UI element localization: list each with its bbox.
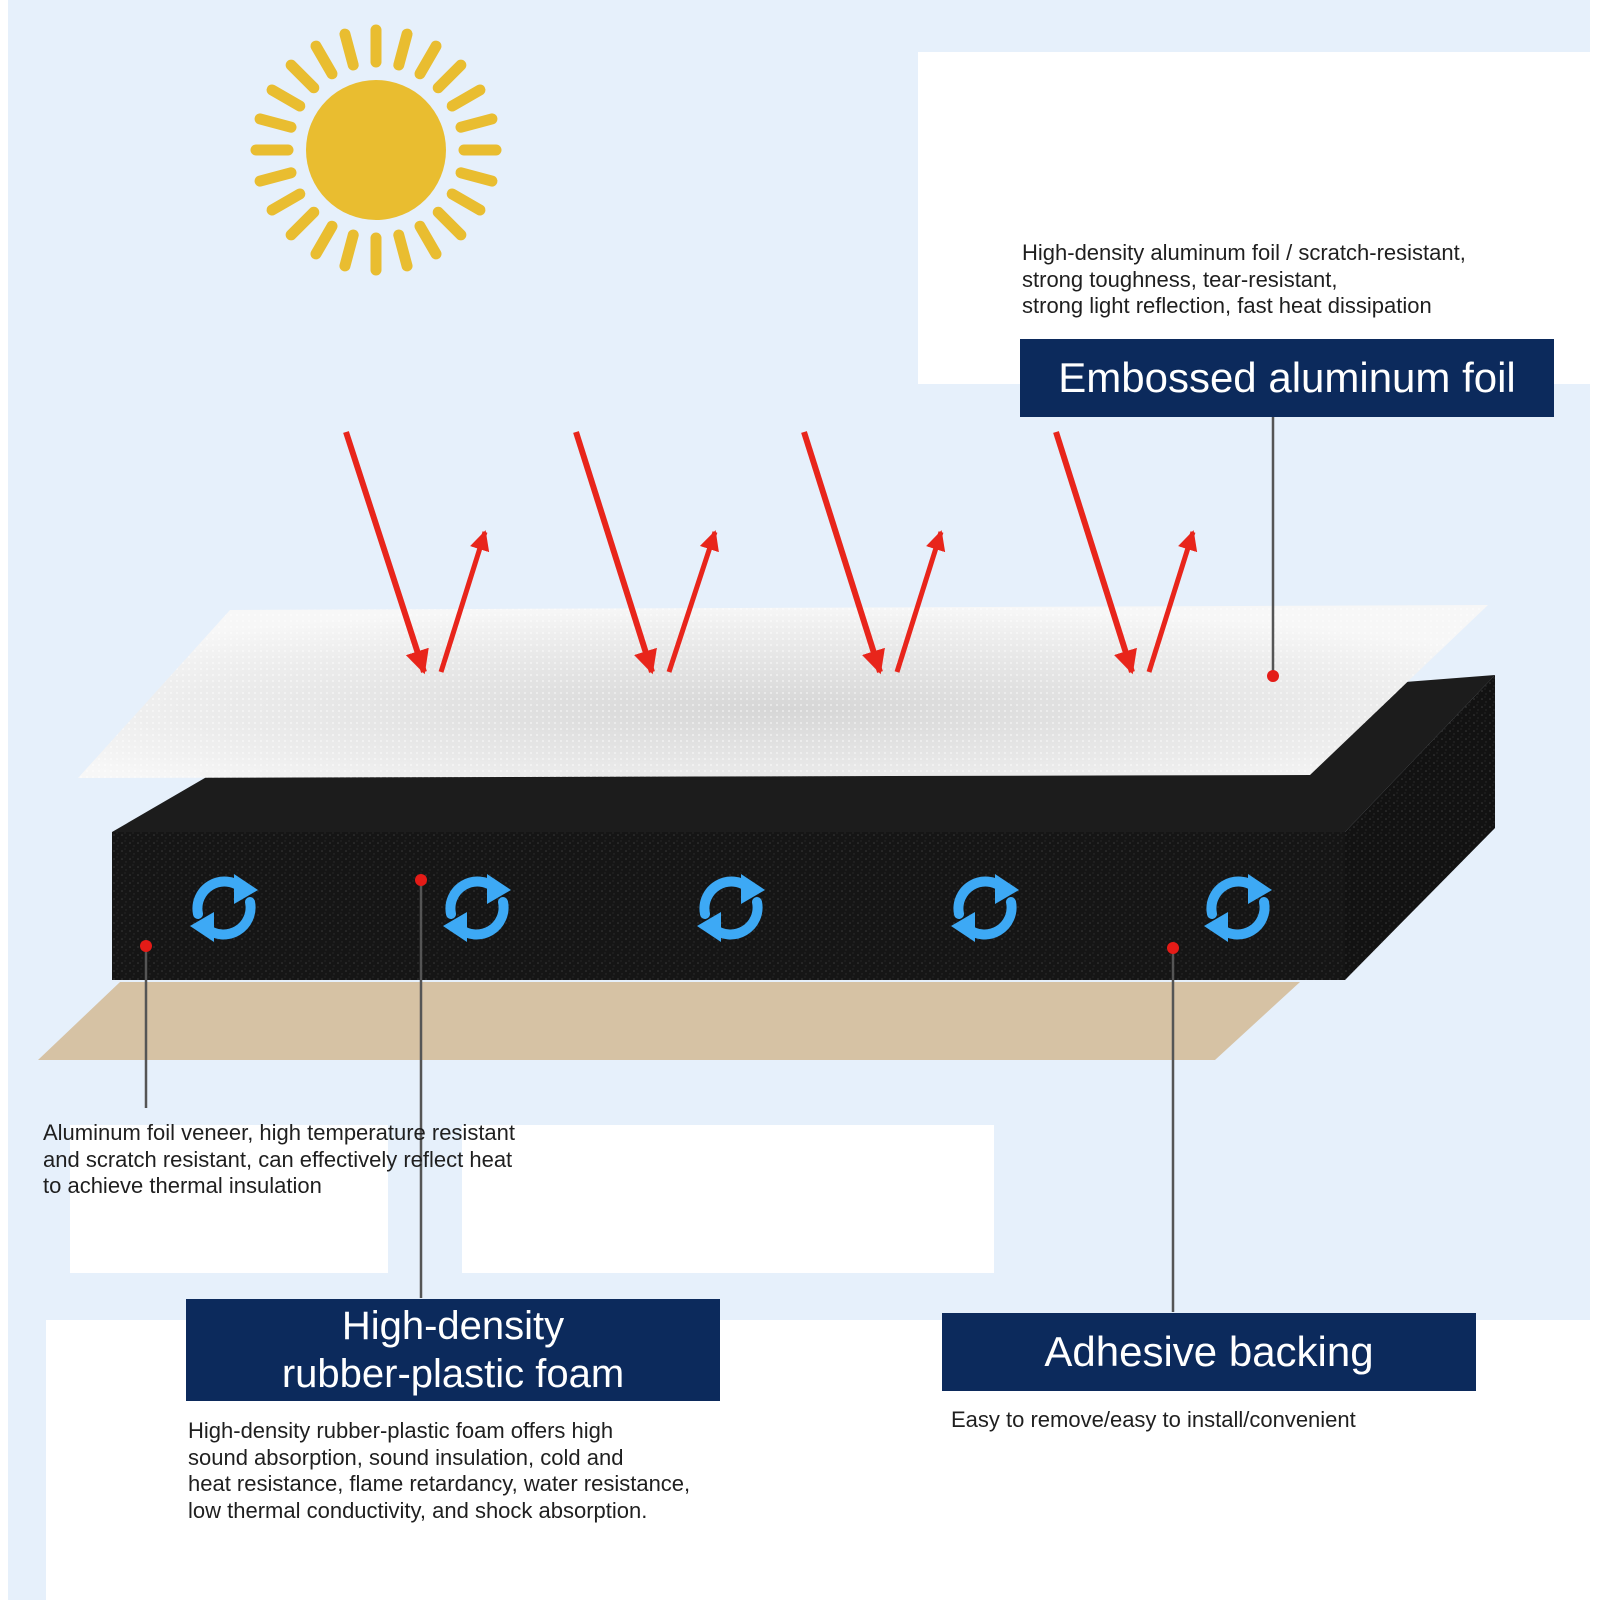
sun-ray	[432, 206, 467, 241]
foam-title-line: rubber-plastic foam	[281, 1352, 625, 1396]
sun-ray	[455, 167, 498, 187]
foam-description-line: low thermal conductivity, and shock abso…	[188, 1497, 648, 1523]
marker-dots	[140, 670, 1279, 954]
foam-marker-dot	[415, 874, 427, 886]
sun-ray	[446, 84, 486, 112]
sun-ray	[285, 206, 320, 241]
foil-title-label: Embossed aluminum foil	[1020, 339, 1554, 417]
sun-ray	[266, 188, 306, 216]
foil-title-text: Embossed aluminum foil	[1058, 354, 1516, 401]
veneer-description-line: Aluminum foil veneer, high temperature r…	[43, 1120, 516, 1145]
veneer-marker-dot	[140, 940, 152, 952]
refresh-cycle-icon	[190, 874, 258, 942]
cycle-icons	[190, 874, 1272, 942]
veneer-info-panel	[70, 1125, 388, 1273]
refresh-cycle-icon	[697, 874, 765, 942]
reflected-heat-arrow	[438, 530, 490, 673]
sun-ray	[339, 229, 359, 272]
veneer-description: Aluminum foil veneer, high temperature r…	[43, 1120, 515, 1200]
adhesive-title-label: Adhesive backing	[942, 1313, 1476, 1391]
foil-description: High-density aluminum foil / scratch-res…	[1022, 240, 1466, 320]
foil-info-panel	[918, 52, 1590, 384]
adhesive-description: Easy to remove/easy to install/convenien…	[951, 1407, 1356, 1434]
foil-description-line: High-density aluminum foil / scratch-res…	[1022, 240, 1466, 265]
sun-ray	[393, 229, 413, 272]
incoming-heat-arrow	[801, 431, 885, 675]
adhesive-title-text: Adhesive backing	[1044, 1328, 1374, 1375]
sun-ray	[414, 220, 442, 260]
foil-marker-dot	[1267, 670, 1279, 682]
adhesive-description-line: Easy to remove/easy to install/convenien…	[951, 1407, 1356, 1432]
incoming-heat-arrow	[573, 431, 657, 675]
incoming-heat-arrow	[1053, 431, 1137, 675]
sun-ray	[446, 188, 486, 216]
adhesive-marker-dot	[1167, 942, 1179, 954]
sun-ray	[455, 113, 498, 133]
sun-ray	[310, 220, 338, 260]
foam-description-line: High-density rubber-plastic foam offers …	[188, 1418, 614, 1443]
reflected-heat-arrow	[666, 530, 719, 673]
foil-description-line: strong toughness, tear-resistant,	[1022, 266, 1338, 292]
veneer-description-line: to achieve thermal insulation	[43, 1173, 322, 1198]
sun-ray	[393, 28, 413, 71]
leader-lines	[144, 412, 1275, 1312]
reflected-heat-arrow	[1146, 530, 1198, 673]
refresh-cycle-icon	[443, 874, 511, 942]
adhesive-backing-layer	[38, 982, 1300, 1060]
foam-description-line: heat resistance, flame retardancy, water…	[188, 1471, 691, 1496]
sun-disc	[306, 80, 446, 220]
sun-ray	[339, 28, 359, 71]
foam-title-label: High-density rubber-plastic foam	[186, 1299, 720, 1401]
sun-ray	[285, 59, 320, 94]
foam-title-line: High-density	[341, 1304, 565, 1348]
foam-description-line: sound absorption, sound insulation, cold…	[188, 1444, 624, 1470]
sun-ray	[310, 40, 338, 80]
sun-icon	[250, 24, 502, 276]
reflection-arrows	[343, 431, 1198, 675]
foam-description: High-density rubber-plastic foam offers …	[188, 1418, 690, 1524]
sun-ray	[254, 113, 297, 133]
refresh-cycle-icon	[951, 874, 1019, 942]
reflected-heat-arrow	[894, 530, 946, 673]
sun-ray	[432, 59, 467, 94]
sun-ray	[414, 40, 442, 80]
veneer-description-line: and scratch resistant, can effectively r…	[43, 1146, 513, 1172]
incoming-heat-arrow	[343, 431, 429, 675]
lower-sky-strip	[8, 1320, 46, 1600]
foil-description-line: strong light reflection, fast heat dissi…	[1022, 293, 1432, 318]
center-blank-panel	[462, 1125, 994, 1273]
refresh-cycle-icon	[1204, 874, 1272, 942]
sun-ray	[266, 84, 306, 112]
sun-ray	[254, 167, 297, 187]
